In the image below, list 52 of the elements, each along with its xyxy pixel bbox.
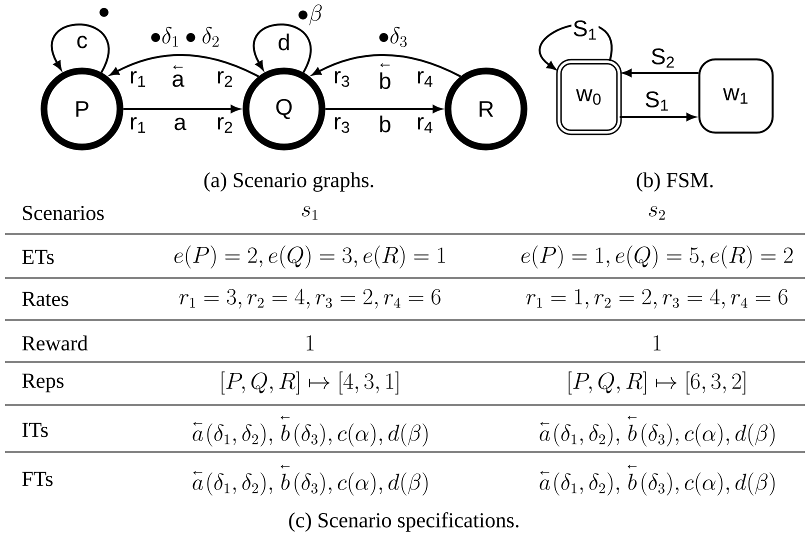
edge-label: d bbox=[276, 32, 292, 52]
edge-label: a bbox=[172, 116, 188, 132]
rate-label: r$_{1}$ bbox=[131, 117, 146, 133]
edge-label: S$_{2}$ bbox=[649, 47, 677, 69]
row-header: Reward bbox=[22, 336, 88, 350]
rate-label: r$_{3}$ bbox=[335, 117, 350, 133]
table-value: $\overset{\text{←}}{a}(\delta_1,\delta_2),\overset{\text{←}}{b}(\delta_3),c(\alpha),d(\beta)$ bbox=[192, 464, 428, 496]
subfigure-caption: (a) Scenario graphs. bbox=[204, 172, 374, 192]
rate-label: r$_{2}$ bbox=[218, 71, 232, 87]
row-header: ITs bbox=[22, 422, 48, 438]
state-box: w$_{1}$ bbox=[698, 58, 774, 134]
edge-label: b bbox=[377, 114, 393, 134]
table-value: $[P,Q,R]\mapsto[6,3,2]$ bbox=[568, 372, 746, 394]
table-value: $1$ bbox=[306, 335, 314, 350]
token-label: $\bullet\delta_1\bullet\delta_2$ bbox=[151, 26, 219, 47]
table-value: $1$ bbox=[654, 335, 661, 350]
row-header: Reps bbox=[22, 374, 64, 392]
arrow bbox=[110, 54, 259, 78]
arrow bbox=[325, 105, 442, 113]
table-caption: (c) Scenario specifications. bbox=[289, 512, 518, 532]
loop-arrow bbox=[253, 24, 312, 73]
edge-label: $\overset{\text{←}}{\mathsf{a}}$ bbox=[168, 62, 188, 88]
arrow bbox=[620, 113, 696, 121]
token-dot: $\bullet$ bbox=[100, 8, 108, 17]
arrow bbox=[622, 69, 698, 77]
table-value: $s_2$ bbox=[648, 206, 665, 220]
edge-label: S$_{1}$ bbox=[643, 90, 671, 112]
table-value: $r_1=3,r_2=4,r_3=2,r_4=6$ bbox=[179, 288, 440, 309]
row-header: ETs bbox=[22, 250, 54, 264]
table-value: $r_1=1,r_2=2,r_3=4,r_4=6$ bbox=[526, 288, 788, 309]
row-header: FTs bbox=[22, 472, 53, 486]
edge-label: S$_{1}$ bbox=[571, 19, 599, 41]
arrow bbox=[123, 105, 240, 113]
arrow bbox=[312, 54, 461, 78]
row-header: Scenarios bbox=[23, 206, 104, 220]
accepting-state-box: w$_{0}$ bbox=[556, 58, 622, 136]
table-value: $e(P)=2,e(Q)=3,e(R)=1$ bbox=[174, 246, 445, 269]
row-header: Rates bbox=[22, 292, 68, 306]
table-value: $\overset{\text{←}}{a}(\delta_1,\delta_2),\overset{\text{←}}{b}(\delta_3),c(\alpha),d(\beta)$ bbox=[192, 416, 428, 446]
rate-label: r$_{2}$ bbox=[218, 117, 232, 133]
subfigure-caption: (b) FSM. bbox=[636, 172, 713, 192]
table-value: $\overset{\text{←}}{a}(\delta_1,\delta_2),\overset{\text{←}}{b}(\delta_3),c(\alpha),d(\beta)$ bbox=[540, 464, 775, 496]
table-value: $\overset{\text{←}}{a}(\delta_1,\delta_2),\overset{\text{←}}{b}(\delta_3),c(\alpha),d(\beta)$ bbox=[540, 416, 775, 446]
edge-label: $\overset{\text{←}}{\mathsf{b}}$ bbox=[376, 60, 394, 90]
table-value: $e(P)=1,e(Q)=5,e(R)=2$ bbox=[521, 246, 793, 269]
rate-label: r$_{3}$ bbox=[335, 71, 350, 87]
token-label: $\bullet\delta_3$ bbox=[379, 26, 407, 48]
loop-arrow bbox=[51, 24, 110, 73]
rate-label: r$_{4}$ bbox=[418, 117, 432, 133]
edge-label: c bbox=[75, 34, 89, 50]
table-value: $s_1$ bbox=[302, 206, 318, 220]
table-value: $[P,Q,R]\mapsto[4,3,1]$ bbox=[222, 372, 398, 394]
